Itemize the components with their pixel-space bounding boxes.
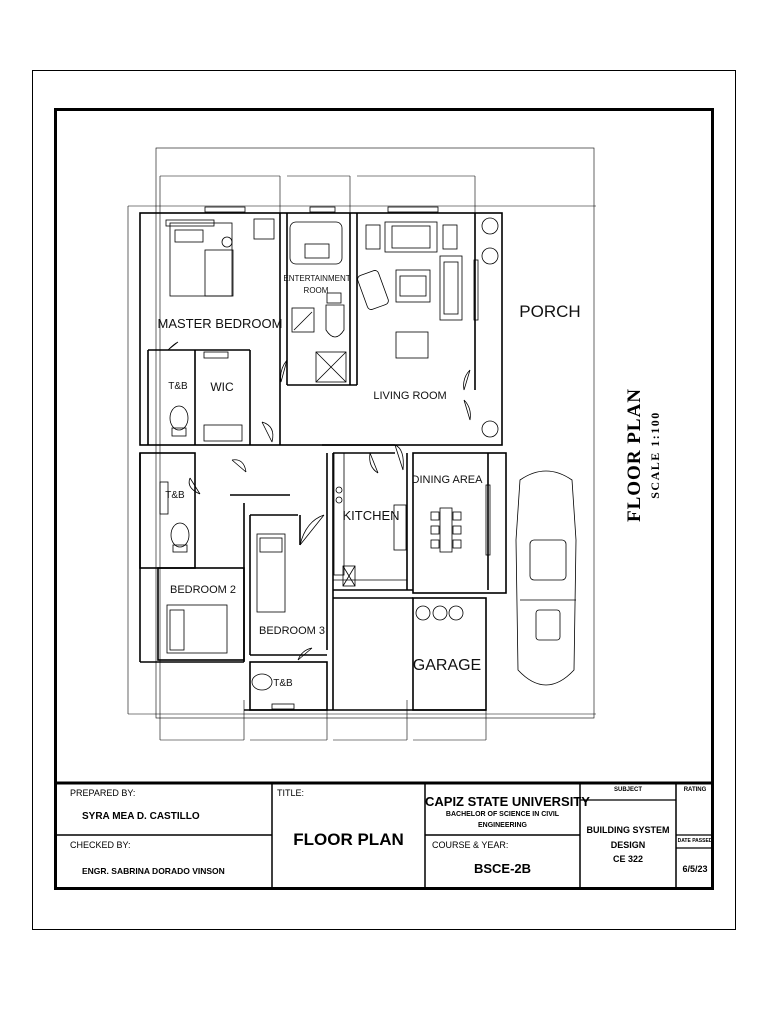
checked-by-name: ENGR. SABRINA DORADO VINSON [82, 866, 225, 876]
room-label-tb-2: T&B [165, 490, 185, 501]
subject-line1: BUILDING SYSTEM [586, 825, 670, 835]
title-value: FLOOR PLAN [293, 830, 404, 849]
door-swings [167, 341, 471, 661]
subject-code: CE 322 [612, 854, 644, 864]
windows [204, 206, 491, 710]
room-label-master-bedroom: MASTER BEDROOM [158, 316, 283, 331]
room-label-bedroom-2: BEDROOM 2 [170, 584, 236, 596]
date-passed-label: DATE PASSED [677, 838, 713, 844]
title-label: TITLE: [277, 788, 305, 798]
room-label-master-tb: T&B [168, 381, 188, 392]
room-label-dining-area: DINING AREA [412, 474, 484, 486]
dimension-lines [127, 147, 596, 741]
drawing-frame [54, 108, 714, 890]
furniture [159, 217, 577, 691]
walls [139, 212, 507, 711]
course-value: BSCE-2B [473, 861, 532, 876]
prepared-by-label: PREPARED BY: [70, 788, 136, 798]
drawing-sheet [32, 70, 736, 930]
plan-title-vertical: FLOOR PLAN [624, 388, 645, 522]
room-label-wic: WIC [210, 380, 234, 394]
course-label: COURSE & YEAR: [432, 840, 509, 850]
checked-by-label: CHECKED BY: [70, 840, 131, 850]
room-label-kitchen: KITCHEN [342, 508, 399, 523]
room-label-living-room: LIVING ROOM [373, 390, 446, 402]
room-label-porch: PORCH [519, 302, 580, 321]
room-label-entertainment-room-line1: ENTERTAINMENT [283, 274, 350, 283]
room-label-bedroom-3: BEDROOM 3 [259, 625, 325, 637]
program-line2: ENGINEERING [477, 822, 527, 829]
rating-label: RATING [683, 787, 707, 793]
program-line1: BACHELOR OF SCIENCE IN CIVIL [445, 811, 560, 818]
room-label-tb-3: T&B [273, 678, 293, 689]
title-block-grid [54, 781, 714, 890]
date-passed-value: 6/5/23 [682, 864, 708, 874]
subject-line2: DESIGN [610, 840, 646, 850]
prepared-by-name: SYRA MEA D. CASTILLO [82, 811, 200, 822]
room-label-garage: GARAGE [413, 657, 481, 674]
subject-label: SUBJECT [613, 787, 642, 793]
plan-scale-vertical: SCALE 1:100 [648, 411, 662, 499]
school-name: CAPIZ STATE UNIVERSITY [425, 794, 590, 809]
room-label-entertainment-room-line2: ROOM [304, 286, 329, 295]
